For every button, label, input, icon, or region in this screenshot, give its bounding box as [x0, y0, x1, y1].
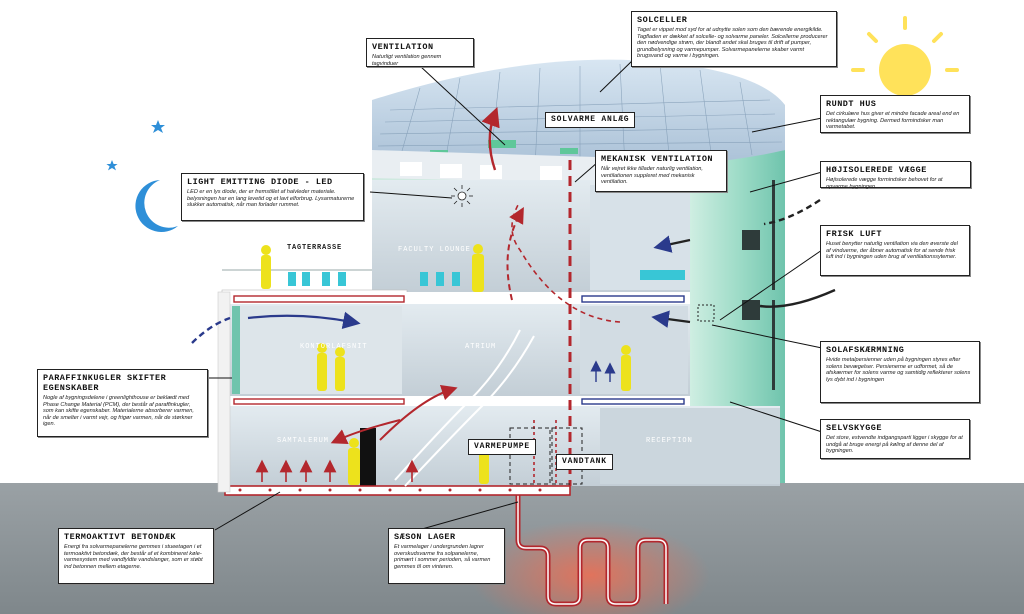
callout-hojisolerede-vaegge: HØJISOLEREDE VÆGGE Højisolerede vægge fo…	[820, 161, 971, 188]
callout-text: Det store, estvendte indgangsparti ligge…	[826, 435, 964, 455]
callout-text: Naturligt ventilation gennem tagvinduer	[372, 54, 468, 67]
tag-vandtank: VANDTANK	[556, 454, 613, 470]
callout-text: Huset benytter naturlig ventilation via …	[826, 241, 964, 261]
callout-text: Taget er vippet mod syd for at udnytte s…	[637, 27, 831, 60]
room-label-kontorlafsnit: KONTORLAFSNIT	[300, 343, 368, 351]
callout-frisk-luft: FRISK LUFT Huset benytter naturlig venti…	[820, 225, 970, 276]
room-label-faculty-lounge: FACULTY LOUNGE	[398, 246, 471, 254]
callout-termoaktivt-betondaek: TERMOAKTIVT BETONDÆK Energi fra solvarme…	[58, 528, 214, 584]
moon-icon	[135, 180, 178, 232]
tag-solvarme-anlaeg: SOLVARME ANLÆG	[545, 112, 635, 128]
callout-title: MEKANISK VENTILATION	[601, 154, 721, 164]
callout-solafskaermning: SOLAFSKÆRMNING Hvide metalpersienner ude…	[820, 341, 980, 403]
callout-title: RUNDT HUS	[826, 99, 964, 109]
room-label-samtalerum: SAMTALERUM	[277, 437, 329, 445]
callout-text: LED er en lys diode, der er fremstillet …	[187, 189, 358, 209]
callout-title: PARAFFINKUGLER SKIFTER EGENSKABER	[43, 373, 202, 393]
star-icon	[106, 160, 117, 170]
callout-title: FRISK LUFT	[826, 229, 964, 239]
callout-title: LIGHT EMITTING DIODE - LED	[187, 177, 358, 187]
callout-title: HØJISOLEREDE VÆGGE	[826, 165, 965, 175]
callout-text: Et varmelager i undergrunden lagrer over…	[394, 544, 499, 570]
callout-paraffinkugler: PARAFFINKUGLER SKIFTER EGENSKABER Nogle …	[37, 369, 208, 437]
callout-text: Det cirkulære hus giver et mindre facade…	[826, 111, 964, 131]
skylight	[560, 148, 578, 154]
callout-title: SOLAFSKÆRMNING	[826, 345, 974, 355]
pcm-wall-left	[232, 306, 240, 394]
reception-area	[600, 408, 780, 484]
callout-text: Energi fra solvarmepanelerne gemmes i st…	[64, 544, 208, 570]
led-bulb-icon	[451, 185, 473, 207]
sofa	[640, 270, 685, 280]
callout-mekanisk-ventilation: MEKANISK VENTILATION Når vejret ikke til…	[595, 150, 727, 192]
callout-text: Hvide metalpersienner uden på bygningen …	[826, 357, 974, 383]
callout-title: VENTILATION	[372, 42, 468, 52]
room-label-tagterrasse: TAGTERRASSE	[287, 244, 342, 252]
room-label-atrium: ATRIUM	[465, 343, 496, 351]
callout-text: Højisolerede vægge formindsker behovet f…	[826, 177, 965, 190]
callout-selvskygge: SELVSKYGGE Det store, estvendte indgangs…	[820, 419, 970, 459]
door	[360, 428, 376, 486]
callout-text: Når vejret ikke tillader naturlig ventil…	[601, 166, 721, 186]
star-icon	[151, 120, 165, 133]
callout-title: SÆSON LAGER	[394, 532, 499, 542]
callout-led: LIGHT EMITTING DIODE - LED LED er en lys…	[181, 173, 364, 221]
tag-varmepumpe: VARMEPUMPE	[468, 439, 536, 455]
callout-title: TERMOAKTIVT BETONDÆK	[64, 532, 208, 542]
skylight	[488, 140, 516, 148]
callout-ventilation: VENTILATION Naturligt ventilation gennem…	[366, 38, 474, 67]
callout-title: SELVSKYGGE	[826, 423, 964, 433]
callout-solceller: SOLCELLER Taget er vippet mod syd for at…	[631, 11, 837, 67]
room-label-reception: RECEPTION	[646, 437, 693, 445]
callout-rundt-hus: RUNDT HUS Det cirkulære hus giver et min…	[820, 95, 970, 133]
callout-text: Nogle af bygningsdelene i greenlighthous…	[43, 395, 202, 428]
callout-title: SOLCELLER	[637, 15, 831, 25]
callout-saeson-lager: SÆSON LAGER Et varmelager i undergrunden…	[388, 528, 505, 584]
